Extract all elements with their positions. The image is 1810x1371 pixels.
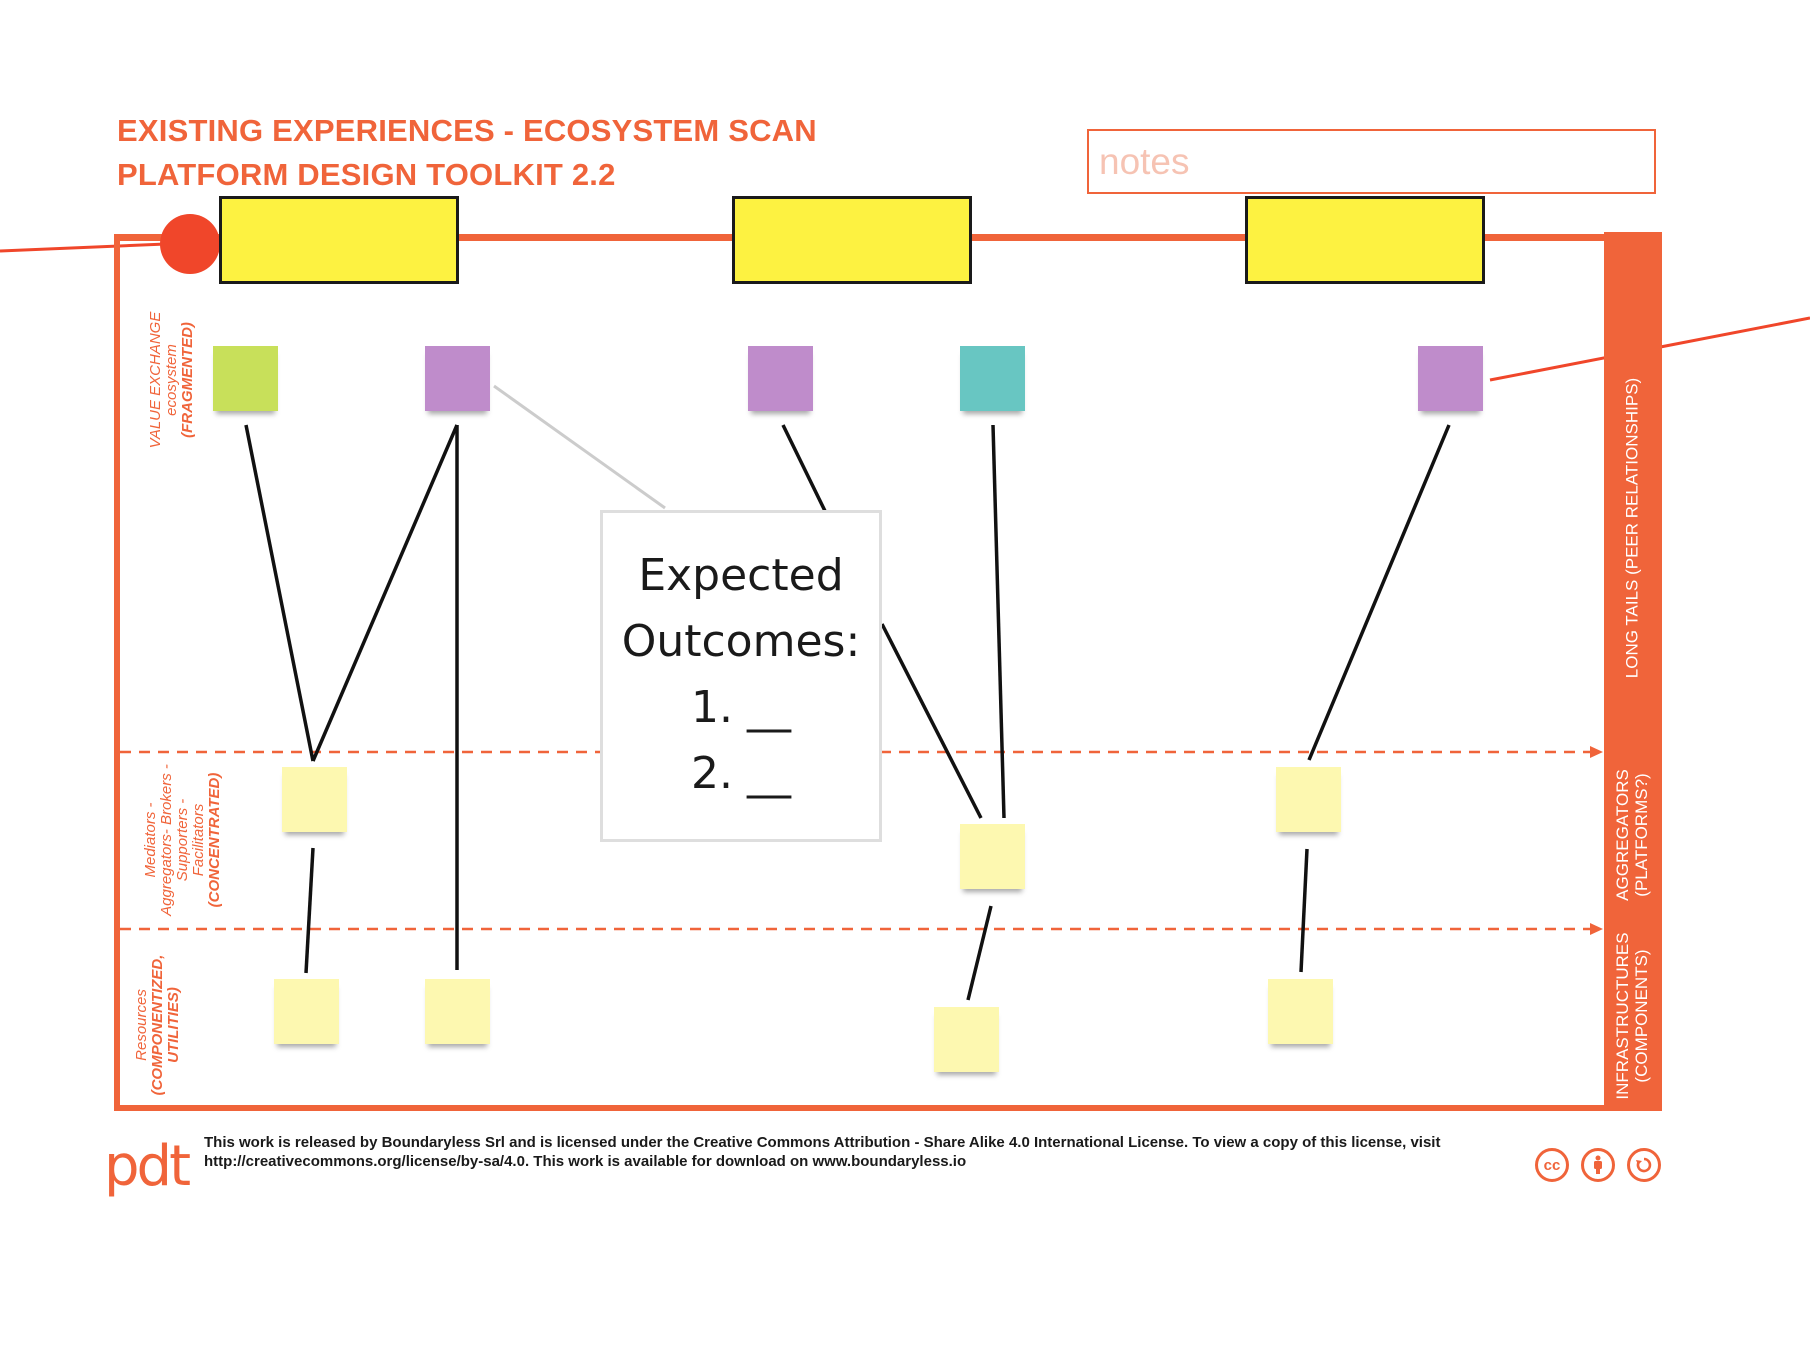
sticky-note-purple-1[interactable]: [425, 346, 490, 411]
lane-label-resources-line1: Resources: [133, 989, 150, 1061]
lane-label-mediators: Mediators - Aggregators- Brokers - Suppo…: [142, 764, 223, 916]
side-label-long-tails: LONG TAILS (PEER RELATIONSHIPS): [1622, 377, 1642, 679]
header-box-3[interactable]: [1245, 196, 1485, 284]
by-icon: [1581, 1148, 1615, 1182]
license-line2: http://creativecommons.org/license/by-sa…: [204, 1153, 967, 1170]
side-label-infrastructures-line2: (COMPONENTS): [1632, 949, 1651, 1083]
pdt-logo: pdt: [104, 1134, 191, 1199]
notes-input[interactable]: [1089, 131, 1654, 192]
lane-divider-1-arrow: [1590, 746, 1603, 758]
sticky-note-yellow-mid-2[interactable]: [960, 824, 1025, 889]
side-label-aggregators-line2: (PLATFORMS?): [1632, 773, 1651, 897]
callout-line1: Expected: [638, 550, 844, 601]
header-box-1[interactable]: [219, 196, 459, 284]
notes-box: [1087, 129, 1656, 194]
callout-item2: 2. __: [691, 748, 791, 799]
side-bar: [1604, 232, 1662, 1111]
callout-line2: Outcomes:: [621, 616, 861, 667]
sticky-note-yellow-bottom-4[interactable]: [1268, 979, 1333, 1044]
sticky-note-yellow-bottom-2[interactable]: [425, 979, 490, 1044]
sticky-note-yellow-mid-3[interactable]: [1276, 767, 1341, 832]
lane-label-mediators-line3: Supporters -: [174, 798, 191, 882]
lane-label-mediators-line1: Mediators -: [142, 802, 159, 878]
sticky-note-yellow-bottom-1[interactable]: [274, 979, 339, 1044]
lane-label-value-exchange: VALUE EXCHANGE ecosystem (FRAGMENTED): [147, 311, 196, 449]
lane-label-resources-line2: (COMPONENTIZED,: [149, 954, 166, 1096]
side-label-infrastructures-line1: INFRASTRUCTURES: [1613, 932, 1632, 1100]
side-label-aggregators-line1: AGGREGATORS: [1613, 769, 1632, 901]
lane-label-mediators-line4: Facilitators: [190, 803, 207, 877]
expected-outcomes-callout: Expected Outcomes: 1. __ 2. __: [600, 510, 882, 842]
sticky-note-purple-3[interactable]: [1418, 346, 1483, 411]
license-line1: This work is released by Boundaryless Sr…: [204, 1134, 1441, 1151]
lane-label-value-exchange-line3: (FRAGMENTED): [179, 322, 196, 438]
sticky-note-purple-2[interactable]: [748, 346, 813, 411]
sticky-note-yellow-bottom-3[interactable]: [934, 1007, 999, 1072]
black-connectors: [244, 424, 1451, 1001]
sa-icon: [1627, 1148, 1661, 1182]
page-title-line1: EXISTING EXPERIENCES - ECOSYSTEM SCAN: [117, 113, 817, 148]
page-title-line2: PLATFORM DESIGN TOOLKIT 2.2: [117, 157, 616, 192]
lane-label-mediators-line2: Aggregators- Brokers -: [158, 764, 175, 916]
sticky-note-teal[interactable]: [960, 346, 1025, 411]
lane-divider-2-arrow: [1590, 923, 1603, 935]
sticky-note-yellow-mid-1[interactable]: [282, 767, 347, 832]
lane-label-value-exchange-line1: VALUE EXCHANGE: [147, 311, 164, 449]
lane-label-resources: Resources (COMPONENTIZED, UTILITIES): [133, 954, 182, 1096]
red-marker-dot[interactable]: [160, 214, 220, 274]
license-text: This work is released by Boundaryless Sr…: [204, 1133, 1444, 1171]
lane-label-mediators-line5: (CONCENTRATED): [206, 772, 223, 908]
cc-icon: cc: [1535, 1148, 1569, 1182]
callout-pointer-line: [493, 384, 666, 510]
side-label-aggregators: AGGREGATORS (PLATFORMS?): [1613, 769, 1651, 901]
lane-label-value-exchange-line2: ecosystem: [163, 344, 180, 416]
sticky-note-green[interactable]: [213, 346, 278, 411]
red-pointer-line-left: [0, 241, 191, 253]
lane-label-resources-line3: UTILITIES): [165, 987, 182, 1063]
callout-item1: 1. __: [691, 682, 791, 733]
side-label-infrastructures: INFRASTRUCTURES (COMPONENTS): [1613, 932, 1651, 1099]
header-box-2[interactable]: [732, 196, 972, 284]
